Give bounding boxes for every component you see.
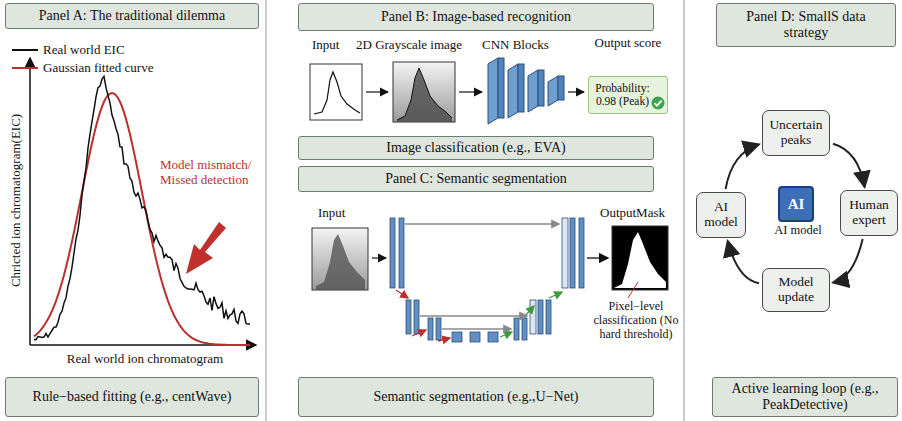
legend-item: Gaussian fitted curve — [12, 60, 153, 76]
node-text: Semantic segmentation (e.g.,U−Net) — [373, 389, 578, 405]
output-score-box: Probability: 0.98 (Peak) — [588, 76, 668, 114]
leader-line — [628, 282, 638, 298]
node-text: Panel B: Image-based recognition — [381, 9, 571, 25]
legend-text: Real world EIC — [43, 42, 125, 58]
flow-arrow — [372, 257, 386, 258]
check-icon — [651, 96, 665, 110]
stage-label: Output score — [590, 36, 666, 51]
cycle-arrow — [833, 144, 865, 187]
legend-line — [12, 63, 38, 73]
axis-label: Chricted ion chromatogram(EIC) — [9, 50, 24, 350]
stage-label: Input — [318, 206, 368, 221]
cycle-arrow — [833, 239, 863, 283]
node-caption: AI model — [756, 223, 840, 238]
node-text: Uncertain peaks — [766, 118, 826, 148]
panel-header: Panel A: The traditional dilemma — [5, 3, 259, 29]
node-text: AI model — [700, 200, 742, 230]
flow-arrow — [568, 91, 584, 92]
output-mask — [612, 226, 668, 290]
cycle-box: AI model — [696, 192, 746, 238]
panel-header: Panel B: Image-based recognition — [298, 3, 654, 31]
input-thumbnail — [310, 64, 362, 120]
unet-architecture — [390, 218, 584, 342]
cycle-box: Human expert — [840, 190, 898, 236]
cnn-blocks — [488, 58, 564, 124]
method-band: Rule−based fitting (e.g., centWave) — [5, 377, 259, 417]
input-image — [312, 228, 368, 290]
stage-label: Input — [312, 38, 352, 53]
plot-axes — [30, 58, 256, 345]
node-text: Model update — [766, 275, 826, 305]
stage-label: 2D Grayscale image — [356, 38, 476, 53]
legend-line — [12, 45, 38, 55]
node-text: Panel D: SmallS data strategy — [723, 9, 889, 41]
flow-arrow — [366, 91, 388, 92]
panel-divider — [684, 0, 685, 421]
node-text: Rule−based fitting (e.g., centWave) — [33, 389, 232, 405]
ai-chip: AIAI model — [778, 186, 814, 222]
axis-label: Real world ion chromatogram — [40, 352, 250, 367]
grayscale-image — [393, 62, 455, 122]
panel-header: Panel C: Semantic segmentation — [298, 166, 654, 192]
panel-divider — [266, 0, 267, 421]
flow-arrow — [459, 91, 482, 92]
legend-item: Real world EIC — [12, 42, 125, 58]
cycle-arrow — [728, 241, 759, 283]
method-band: Semantic segmentation (e.g.,U−Net) — [298, 377, 654, 417]
node-text: Panel A: The traditional dilemma — [39, 8, 225, 24]
method-band: Image classification (e.g., EVA) — [298, 136, 654, 160]
annotation: Model mismatch/ Missed detection — [160, 158, 264, 188]
node-text: Panel C: Semantic segmentation — [385, 171, 567, 187]
method-band: Active learning loop (e.g., PeakDetectiv… — [712, 377, 898, 417]
unet-arrows — [396, 224, 608, 341]
cycle-arrow — [726, 144, 759, 189]
stage-label: OutputMask — [600, 206, 680, 221]
mismatch-arrow — [186, 222, 226, 274]
annotation: Pixel−level classification (No hard thre… — [590, 300, 682, 341]
node-text: Active learning loop (e.g., PeakDetectiv… — [719, 381, 891, 413]
cycle-box: Uncertain peaks — [762, 110, 830, 156]
cycle-box: Model update — [762, 268, 830, 312]
node-text: Human expert — [844, 198, 894, 228]
panel-header: Panel D: SmallS data strategy — [716, 3, 896, 47]
legend-text: Gaussian fitted curve — [43, 60, 153, 76]
node-text: Probability: 0.98 (Peak) — [592, 82, 653, 108]
stage-label: CNN Blocks — [482, 38, 562, 53]
eic-curve — [34, 76, 250, 339]
node-text: Image classification (e.g., EVA) — [386, 140, 565, 156]
node-text: AI — [788, 196, 805, 213]
